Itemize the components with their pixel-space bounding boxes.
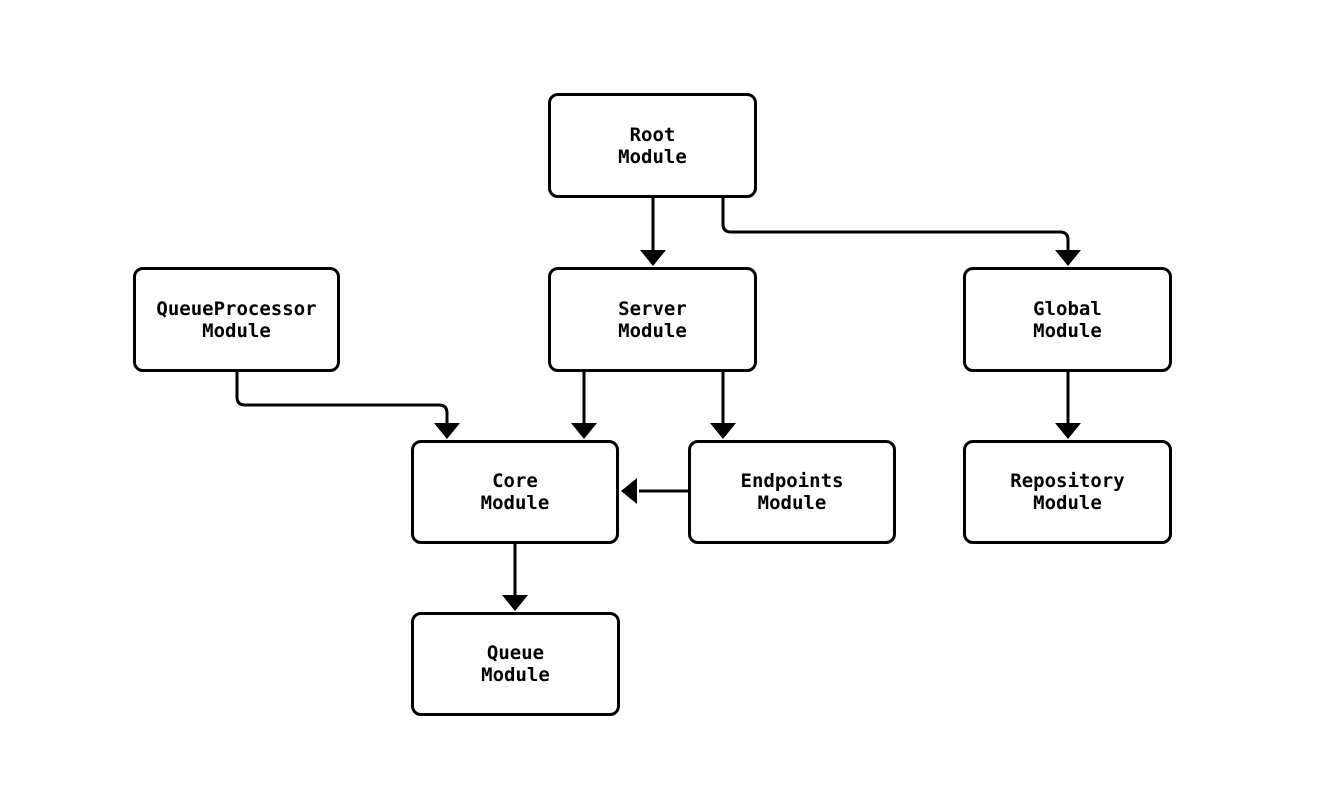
node-root-module: Root Module	[548, 93, 757, 198]
node-server-module: Server Module	[548, 267, 757, 372]
edge-global-to-repository	[1055, 372, 1081, 439]
node-label-queueprocessor-module: QueueProcessor Module	[156, 297, 317, 342]
edge-root-to-global	[721, 198, 1081, 266]
node-endpoints-module: Endpoints Module	[688, 440, 896, 544]
edge-queueprocessor-to-core	[235, 372, 460, 439]
arrowhead-icon-server-to-core	[571, 423, 597, 439]
edge-endpoints-to-core	[621, 478, 688, 504]
edge-root-to-server	[640, 198, 666, 266]
arrowhead-icon-root-to-global	[1055, 250, 1081, 266]
node-label-repository-module: Repository Module	[1010, 470, 1125, 514]
arrowhead-icon-root-to-server	[640, 250, 666, 266]
node-repository-module: Repository Module	[963, 440, 1172, 544]
edge-core-to-queue	[502, 544, 528, 611]
arrowhead-icon-server-to-endpoints	[710, 423, 736, 439]
node-label-core-module: Core Module	[480, 470, 550, 514]
arrowhead-icon-global-to-repository	[1055, 423, 1081, 439]
edge-server-to-endpoints	[710, 372, 736, 439]
node-global-module: Global Module	[963, 267, 1172, 372]
node-queue-module: Queue Module	[411, 612, 620, 716]
node-label-server-module: Server Module	[618, 297, 687, 342]
arrowhead-icon-core-to-queue	[502, 595, 528, 611]
edge-server-to-core	[571, 372, 597, 439]
node-queueprocessor-module: QueueProcessor Module	[133, 267, 340, 372]
node-label-root-module: Root Module	[618, 123, 687, 168]
arrowhead-icon-queueprocessor-to-core	[434, 423, 460, 439]
node-label-queue-module: Queue Module	[481, 642, 550, 686]
edge-line-root-to-global	[721, 198, 1070, 252]
edge-line-queueprocessor-to-core	[235, 372, 449, 425]
node-label-endpoints-module: Endpoints Module	[740, 470, 844, 514]
arrowhead-icon-endpoints-to-core	[621, 478, 637, 504]
node-label-global-module: Global Module	[1033, 297, 1102, 342]
node-core-module: Core Module	[411, 440, 619, 544]
